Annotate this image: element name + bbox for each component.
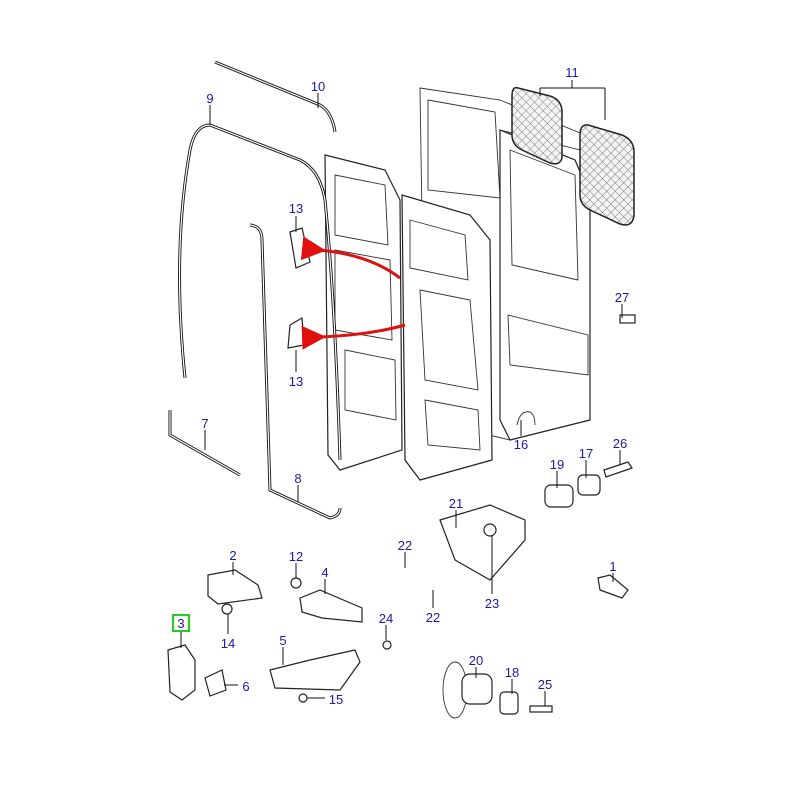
callout-14[interactable]: 14 bbox=[221, 636, 235, 651]
hinge-part-4 bbox=[299, 589, 363, 623]
seal-part-10 bbox=[214, 60, 337, 133]
callout-2[interactable]: 2 bbox=[229, 548, 236, 563]
door-inner-panel bbox=[401, 194, 493, 481]
part-1 bbox=[597, 574, 629, 599]
wedge-part-13-upper bbox=[289, 227, 311, 269]
callout-5[interactable]: 5 bbox=[279, 633, 286, 648]
callout-22-lower[interactable]: 22 bbox=[426, 610, 440, 625]
wedge-part-13-lower bbox=[287, 316, 305, 349]
callout-20[interactable]: 20 bbox=[469, 653, 483, 668]
nut-part-12 bbox=[290, 577, 302, 589]
door-rear-panel bbox=[499, 129, 591, 441]
hinge-part-2 bbox=[207, 569, 263, 615]
callout-13-lower[interactable]: 13 bbox=[289, 374, 303, 389]
callout-17[interactable]: 17 bbox=[579, 446, 593, 461]
hinge-part-5 bbox=[269, 649, 361, 691]
red-arrow-upper bbox=[300, 236, 401, 280]
window-grille-part-11 bbox=[511, 80, 635, 226]
bumper-parts-20-18-25 bbox=[442, 661, 553, 719]
callout-13-upper[interactable]: 13 bbox=[289, 201, 303, 216]
callout-22-upper[interactable]: 22 bbox=[398, 538, 412, 553]
callout-18[interactable]: 18 bbox=[505, 665, 519, 680]
callout-15[interactable]: 15 bbox=[329, 692, 343, 707]
callout-3[interactable]: 3 bbox=[177, 616, 184, 631]
callout-4[interactable]: 4 bbox=[321, 565, 328, 580]
hinge-part-3 bbox=[167, 644, 196, 701]
seal-part-8 bbox=[249, 223, 342, 520]
callout-6[interactable]: 6 bbox=[242, 679, 249, 694]
bumper-parts-19-17-26 bbox=[544, 461, 633, 508]
callout-26[interactable]: 26 bbox=[613, 436, 627, 451]
plate-part-6 bbox=[204, 669, 227, 697]
callout-25[interactable]: 25 bbox=[538, 677, 552, 692]
callout-8[interactable]: 8 bbox=[294, 471, 301, 486]
bolt-part-15 bbox=[298, 693, 308, 703]
bolt-part-24 bbox=[382, 640, 392, 650]
bolt-part-27 bbox=[619, 314, 636, 324]
callout-11[interactable]: 11 bbox=[565, 65, 579, 80]
callout-12[interactable]: 12 bbox=[289, 549, 303, 564]
callout-16[interactable]: 16 bbox=[514, 437, 528, 452]
callout-27[interactable]: 27 bbox=[615, 290, 629, 305]
red-arrow-lower bbox=[301, 323, 406, 350]
callout-23[interactable]: 23 bbox=[485, 596, 499, 611]
door-inner-frame bbox=[324, 154, 403, 471]
callout-10[interactable]: 10 bbox=[311, 79, 325, 94]
callout-19[interactable]: 19 bbox=[550, 457, 564, 472]
selected-callout-highlight bbox=[172, 614, 190, 632]
callout-21[interactable]: 21 bbox=[449, 496, 463, 511]
seal-part-7 bbox=[168, 410, 241, 477]
seal-part-9 bbox=[178, 123, 342, 461]
callout-labels: 1 2 3 4 5 6 7 8 9 10 11 12 13 13 14 15 1… bbox=[177, 65, 629, 707]
bracket-part-21 bbox=[439, 504, 526, 581]
callout-9[interactable]: 9 bbox=[206, 91, 213, 106]
callout-24[interactable]: 24 bbox=[379, 611, 393, 626]
clip-part-16 bbox=[516, 411, 536, 426]
callout-7[interactable]: 7 bbox=[201, 416, 208, 431]
callout-1[interactable]: 1 bbox=[609, 559, 616, 574]
leader-lines bbox=[180, 93, 623, 706]
